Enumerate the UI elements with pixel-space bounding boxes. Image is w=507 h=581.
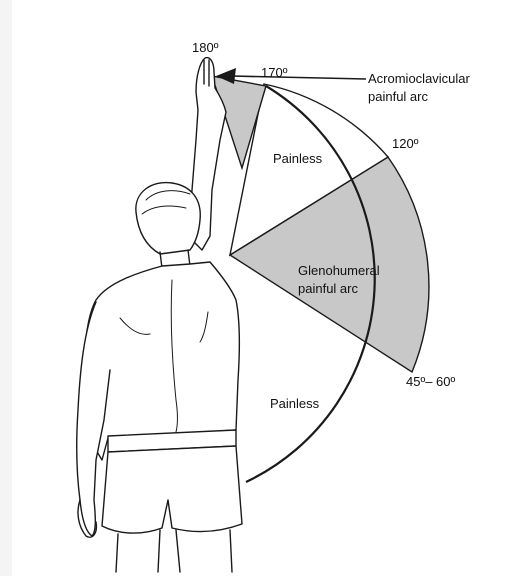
label-120-degrees: 120º [392,136,419,151]
acromioclavicular-label-line2: painful arc [368,89,428,104]
painless-lower-label: Painless [270,396,320,411]
glenohumeral-label-line2: painful arc [298,281,358,296]
human-figure [77,58,242,572]
legs [116,530,232,572]
head [136,183,200,254]
label-180-degrees: 180º [192,40,219,55]
painless-upper-label: Painless [273,151,323,166]
glenohumeral-label-line1: Glenohumeral [298,263,380,278]
label-170-degrees: 170º [261,65,288,80]
label-45-60-degrees: 45º– 60º [406,374,456,389]
shorts [102,446,242,533]
page-edge-shading [0,0,12,576]
acromioclavicular-label-line1: Acromioclavicular [368,71,471,86]
